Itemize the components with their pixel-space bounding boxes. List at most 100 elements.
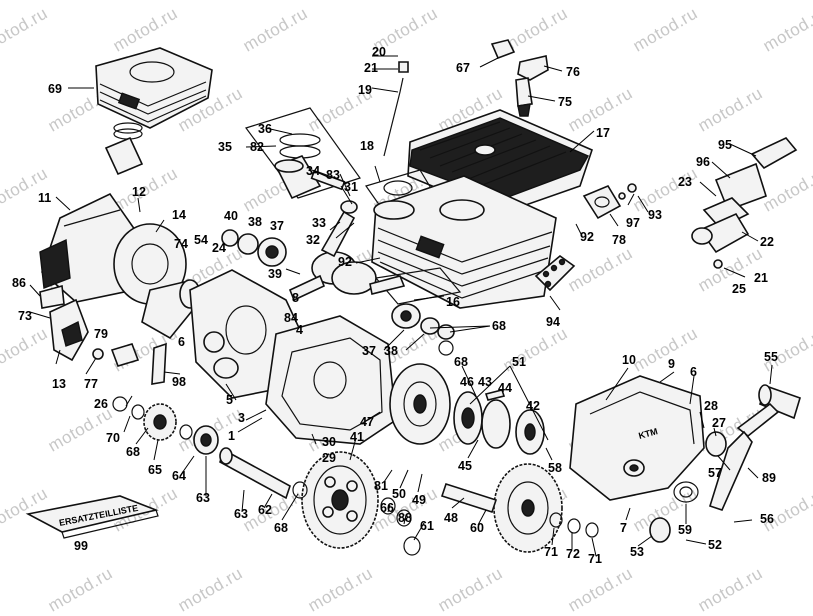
callout-label: 7: [620, 521, 627, 535]
callout-label: 28: [704, 399, 718, 413]
callout-label: 62: [258, 503, 272, 517]
reed-valve-block: [691, 137, 798, 269]
callout-label: 81: [374, 479, 388, 493]
callout-label: 47: [360, 415, 374, 429]
callout-label: 21: [364, 61, 378, 75]
callout-label: 95: [718, 138, 732, 152]
base-gasket-16: [374, 267, 462, 305]
kick-shaft-48: [440, 482, 498, 514]
callout-label: 37: [270, 219, 284, 233]
callout-label: 97: [626, 216, 640, 230]
callout-label: 86: [12, 276, 26, 290]
washers-bottom: [292, 340, 599, 556]
callout-label: 79: [94, 327, 108, 341]
small-parts-79-77: [92, 342, 167, 385]
output-shaft-62: [219, 447, 291, 500]
callout-label: 74: [174, 237, 188, 251]
callout-label: 56: [760, 512, 774, 526]
kick-springs: [673, 431, 727, 503]
callout-label: 19: [358, 83, 372, 97]
crankcase-right: [265, 315, 397, 445]
callout-label: 26: [94, 397, 108, 411]
callout-label: 59: [678, 523, 692, 537]
callout-label: 33: [312, 216, 326, 230]
ktm-stamp: KTM: [637, 426, 658, 441]
callout-label: 57: [708, 466, 722, 480]
callout-label: 41: [350, 430, 364, 444]
callout-label: 52: [708, 538, 722, 552]
kickstarter-lever-89: [709, 384, 801, 511]
callout-label: 61: [420, 519, 434, 533]
callout-label: 3: [238, 411, 245, 425]
callout-label: 67: [456, 61, 470, 75]
callout-label: 55: [764, 350, 778, 364]
callout-label: 48: [444, 511, 458, 525]
callout-label: 6: [178, 335, 185, 349]
stud-block-94: [534, 254, 576, 292]
cylinder-main: [371, 175, 557, 309]
callout-label: 32: [306, 233, 320, 247]
callout-label: 29: [322, 451, 336, 465]
callout-label: 31: [344, 180, 358, 194]
piston-group-35: [245, 107, 361, 200]
callout-label: 9: [668, 357, 675, 371]
callout-label: 38: [384, 344, 398, 358]
callout-label: 98: [172, 375, 186, 389]
callout-label: 39: [268, 267, 282, 281]
callout-label: 58: [548, 461, 562, 475]
cylinder-inset-69: [95, 47, 213, 176]
callout-label: 51: [512, 355, 526, 369]
clutch-pack: [453, 389, 545, 455]
callout-label: 6: [690, 365, 697, 379]
callout-label: 78: [612, 233, 626, 247]
callout-label: 73: [18, 309, 32, 323]
callout-label: 24: [212, 241, 226, 255]
kickstart-gear-60: [493, 463, 563, 553]
callout-label: 84: [284, 311, 298, 325]
callout-label: 11: [38, 191, 51, 205]
callout-label: 92: [580, 230, 594, 244]
callout-label: 13: [52, 377, 66, 391]
callout-label: 68: [126, 445, 140, 459]
callout-label: 4: [296, 323, 303, 337]
callout-label: 46: [460, 375, 474, 389]
callout-label: 68: [454, 355, 468, 369]
callout-label: 16: [446, 295, 460, 309]
callout-label: 40: [224, 209, 238, 223]
callout-label: 71: [588, 552, 602, 566]
callout-label: 45: [458, 459, 472, 473]
callout-label: 27: [712, 416, 726, 430]
callout-label: 34: [306, 164, 320, 178]
callout-label: 12: [132, 185, 146, 199]
callout-label: 43: [478, 375, 492, 389]
callout-label: 92: [338, 255, 352, 269]
primary-gear-41: [301, 451, 379, 549]
callout-label: 25: [732, 282, 746, 296]
callout-label: 22: [760, 235, 774, 249]
callout-label: 23: [678, 175, 692, 189]
callout-label: 69: [48, 82, 62, 96]
callout-label: 71: [544, 545, 558, 559]
callout-label: 64: [172, 469, 186, 483]
callout-label: 66: [380, 501, 394, 515]
bush-53: [649, 517, 671, 543]
spark-plug-cap: [490, 39, 549, 117]
callout-label: 10: [622, 353, 636, 367]
callout-label: 83: [326, 168, 340, 182]
callout-label: 68: [492, 319, 506, 333]
callout-label: 44: [498, 381, 512, 395]
callout-label: 72: [566, 547, 580, 561]
crankshaft: [288, 200, 406, 302]
intake-flange-78: [582, 183, 637, 220]
clutch-basket-47: [389, 363, 451, 445]
callout-label: 14: [172, 208, 186, 222]
callout-label: 77: [84, 377, 98, 391]
stud-19: [383, 61, 409, 157]
callout-label: 8: [292, 291, 299, 305]
callout-label: 75: [558, 95, 572, 109]
callout-label: 18: [360, 139, 374, 153]
callout-label: 76: [566, 65, 580, 79]
callout-label: 68: [274, 521, 288, 535]
callout-labels: 69 20 21 19 67 76 75 36 82 35 34 83 18 1…: [12, 45, 778, 566]
